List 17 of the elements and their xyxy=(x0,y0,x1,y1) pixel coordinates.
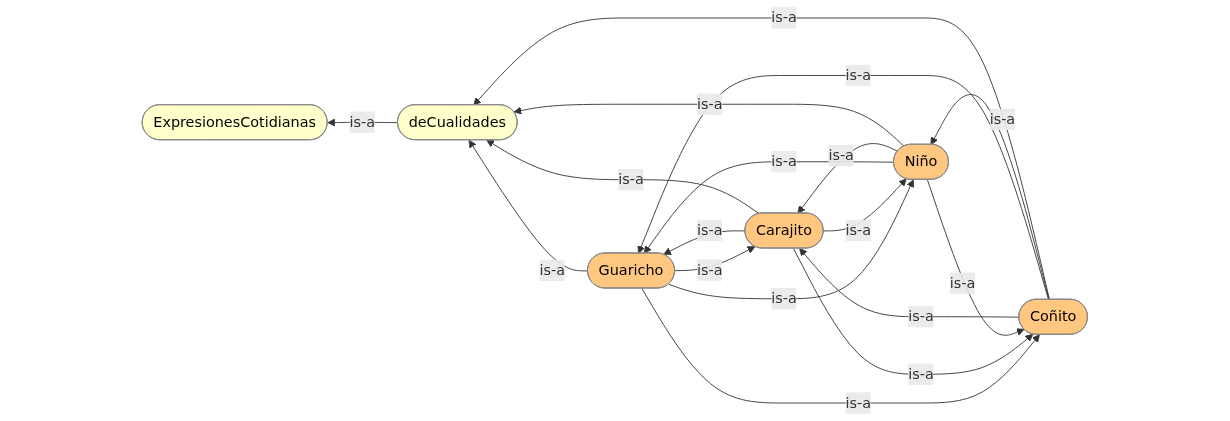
edge-label: is-a xyxy=(828,146,855,164)
edge-label: is-a xyxy=(845,394,872,412)
edge-label: is-a xyxy=(697,95,723,113)
edge-label: is-a xyxy=(771,152,797,170)
edge-label: is-a xyxy=(949,274,976,292)
edge-label: is-a xyxy=(771,8,797,27)
edge-label: is-a xyxy=(845,66,872,84)
edge-label: is-a xyxy=(908,307,934,325)
edge-label: is-a xyxy=(349,113,376,131)
edge-label: is-a xyxy=(618,170,644,188)
edge-label: is-a xyxy=(989,110,1016,128)
edge-label: is-a xyxy=(539,261,566,279)
edge-label: is-a xyxy=(908,365,934,383)
edge-label: is-a xyxy=(771,289,797,307)
edge-label: is-a xyxy=(845,221,872,239)
edge-label: is-a xyxy=(697,261,723,279)
edge-label: is-a xyxy=(697,221,723,239)
